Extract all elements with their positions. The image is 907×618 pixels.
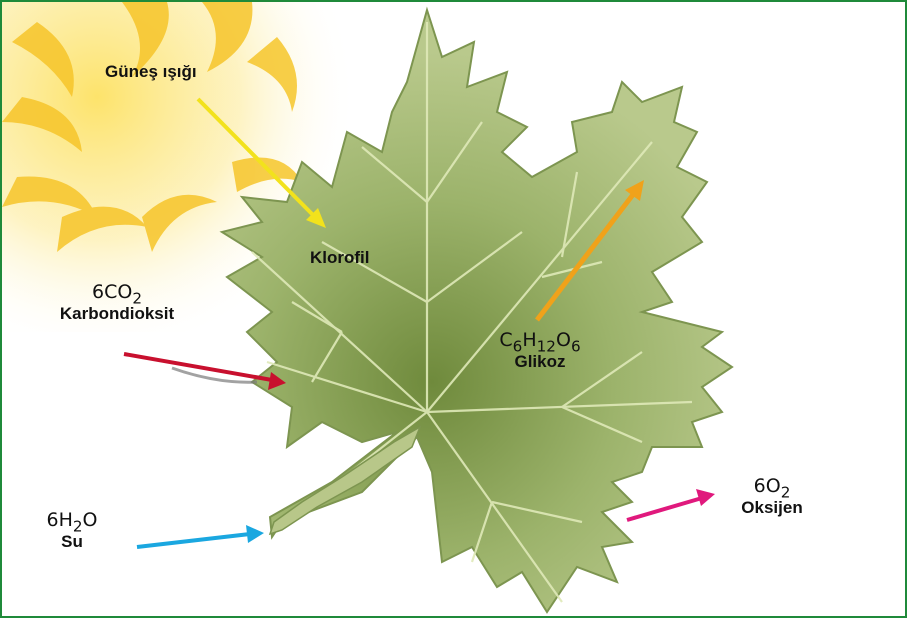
water-label: 6H2O Su	[32, 510, 112, 551]
oxygen-arrow	[627, 489, 715, 520]
co2-formula: 6CO2	[37, 282, 197, 304]
chlorophyll-label: Klorofil	[310, 248, 370, 268]
oxygen-formula: 6O2	[722, 476, 822, 498]
chlorophyll-label-text: Klorofil	[310, 248, 370, 267]
sunlight-label: Güneş ışığı	[105, 62, 197, 82]
glucose-formula: C6H12O6	[480, 330, 600, 352]
co2-label: 6CO2 Karbondioksit	[37, 282, 197, 323]
oxygen-label: 6O2 Oksijen	[722, 476, 822, 517]
water-name: Su	[32, 532, 112, 552]
water-arrow	[137, 525, 264, 547]
co2-name: Karbondioksit	[37, 304, 197, 324]
glucose-name: Glikoz	[480, 352, 600, 372]
oxygen-name: Oksijen	[722, 498, 822, 518]
glucose-label: C6H12O6 Glikoz	[480, 330, 600, 371]
sunlight-label-text: Güneş ışığı	[105, 62, 197, 81]
water-formula: 6H2O	[32, 510, 112, 532]
